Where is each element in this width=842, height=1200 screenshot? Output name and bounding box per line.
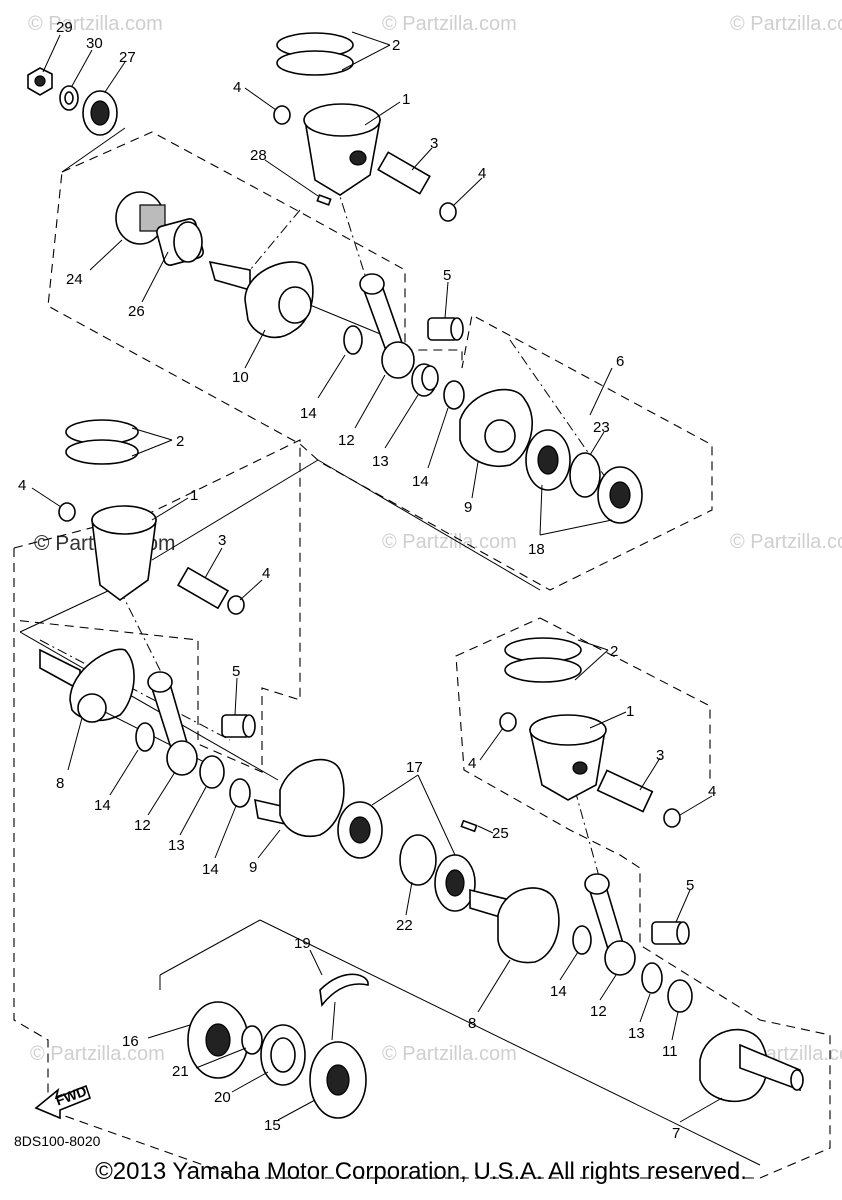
leader-lines [31, 31, 723, 1123]
reference-code: 8DS100-8020 [14, 1133, 101, 1149]
copyright-notice: ©2013 Yamaha Motor Corporation, U.S.A. A… [95, 1158, 747, 1185]
callout-7: 7 [672, 1125, 680, 1142]
callout-6: 6 [616, 353, 624, 370]
callout-26: 26 [128, 303, 145, 320]
callout-24: 24 [66, 271, 83, 288]
callout-14: 14 [412, 473, 429, 490]
callout-8: 8 [56, 775, 64, 792]
callout-12: 12 [590, 1003, 607, 1020]
watermark: © Partzilla.com [730, 13, 842, 35]
callout-12: 12 [134, 817, 151, 834]
callout-2: 2 [392, 37, 400, 54]
callout-30: 30 [86, 35, 103, 52]
watermark: © Partzilla.com [730, 531, 842, 553]
callout-27: 27 [119, 49, 136, 66]
callout-9: 9 [249, 859, 257, 876]
callout-14: 14 [300, 405, 317, 422]
watermark: © Partzilla.com [28, 13, 163, 35]
callout-3: 3 [430, 135, 438, 152]
callout-1: 1 [626, 703, 634, 720]
callout-18: 18 [528, 541, 545, 558]
callout-4: 4 [468, 755, 476, 772]
callout-21: 21 [172, 1063, 189, 1080]
callout-4: 4 [478, 165, 486, 182]
watermark: © Partzilla.com [30, 1043, 165, 1065]
callout-2: 2 [176, 433, 184, 450]
callout-12: 12 [338, 432, 355, 449]
bottom-cluster-parts: FWD [34, 973, 369, 1120]
callout-4: 4 [262, 565, 270, 582]
right-cluster-parts [469, 637, 804, 1102]
callout-14: 14 [94, 797, 111, 814]
callout-17: 17 [406, 759, 423, 776]
top-cluster-parts [27, 32, 643, 524]
callout-9: 9 [464, 499, 472, 516]
solid-boundaries [19, 127, 761, 1166]
callout-3: 3 [656, 747, 664, 764]
callout-4: 4 [18, 477, 26, 494]
callout-5: 5 [443, 267, 451, 284]
callout-29: 29 [56, 19, 73, 36]
callout-2: 2 [610, 643, 618, 660]
callout-13: 13 [372, 453, 389, 470]
callout-15: 15 [264, 1117, 281, 1134]
callout-1: 1 [190, 487, 198, 504]
callout-22: 22 [396, 917, 413, 934]
callout-8: 8 [468, 1015, 476, 1032]
callout-13: 13 [628, 1025, 645, 1042]
callout-19: 19 [294, 935, 311, 952]
callout-25: 25 [492, 825, 509, 842]
callout-11: 11 [662, 1043, 678, 1060]
mid-cluster-parts [39, 419, 478, 912]
watermark: © Partzilla.com [382, 1043, 517, 1065]
callout-3: 3 [218, 532, 226, 549]
callout-1: 1 [402, 91, 410, 108]
callout-16: 16 [122, 1033, 139, 1050]
callout-4: 4 [233, 79, 241, 96]
assembly-outlines [13, 131, 831, 1179]
callout-labels: 29 30 27 2 4 1 28 3 4 24 26 10 5 6 14 12… [18, 19, 716, 1142]
callout-20: 20 [214, 1089, 231, 1106]
callout-5: 5 [232, 663, 240, 680]
callout-14: 14 [202, 861, 219, 878]
callout-13: 13 [168, 837, 185, 854]
callout-23: 23 [593, 419, 610, 436]
callout-5: 5 [686, 877, 694, 894]
callout-4: 4 [708, 783, 716, 800]
watermark: © Partzilla.com [382, 531, 517, 553]
callout-28: 28 [250, 147, 267, 164]
watermark: © Partzilla.com [382, 13, 517, 35]
callout-10: 10 [232, 369, 249, 386]
callout-14: 14 [550, 983, 567, 1000]
